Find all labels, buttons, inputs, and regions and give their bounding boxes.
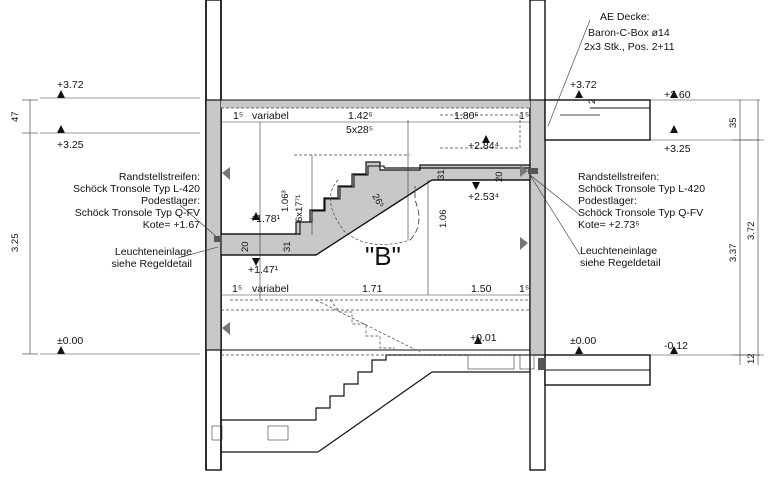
dim-right-12: 12 <box>746 353 757 364</box>
dim-bot-171: 1.71 <box>362 283 383 295</box>
dim-top-small-2: 2 <box>587 99 598 104</box>
right-leuchte-1: Leuchteneinlage <box>580 245 657 257</box>
right-upper-slab <box>544 99 651 141</box>
upper-floor-slab <box>205 99 546 356</box>
level-right-372: +3.72 <box>570 79 597 91</box>
left-pod-1: Podestlager: <box>141 195 200 207</box>
right-rand-2: Schöck Tronsole Typ L-420 <box>578 183 705 195</box>
dim-top-right-1-5: 1⁵ <box>519 110 529 122</box>
level-labels: +3.72 +3.25 ±0.00 +3.72 +3.60 +3.25 ±0.0… <box>57 79 691 352</box>
dimension-lines <box>22 99 764 365</box>
dim-right-372: 3.72 <box>746 222 757 241</box>
level-left-000: ±0.00 <box>57 335 83 347</box>
dim-bot-variabel: variabel <box>252 283 289 295</box>
dim-v-106b: 1.06 <box>438 210 449 229</box>
dim-v-106a: 1.06³ <box>280 190 291 212</box>
level-landing-284: +2.84⁴ <box>468 140 499 152</box>
left-leuchte-2: siehe Regeldetail <box>111 258 192 270</box>
level-right-000: ±0.00 <box>570 335 596 347</box>
level-left-325: +3.25 <box>57 139 84 151</box>
left-rand-2: Schöck Tronsole Typ L-420 <box>73 183 200 195</box>
dim-right-337: 3.37 <box>728 244 739 263</box>
left-kote: Kote= +1.67 <box>143 219 200 231</box>
level-right-neg: -0.12 <box>664 340 688 352</box>
dim-top-180: 1.80⁵ <box>454 110 479 122</box>
left-pod-2: Schöck Tronsole Typ Q-FV <box>75 207 200 219</box>
level-landing-253: +2.53⁴ <box>468 191 499 203</box>
dim-right-35: 35 <box>728 117 739 128</box>
level-right-325: +3.25 <box>664 143 691 155</box>
dim-top-1-5: 1⁵ <box>233 110 243 122</box>
dim-bot-1-5: 1⁵ <box>232 283 242 295</box>
dim-w-31b: 31 <box>436 169 447 180</box>
dim-v-6x17: 6x17⁷¹ <box>294 195 305 222</box>
dim-bot-right-1-5: 1⁵ <box>519 283 529 295</box>
dimension-labels: 1⁵ variabel 1.42⁵ 5x28⁵ 1.80⁵ 1⁵ 1⁵ vari… <box>10 99 757 364</box>
right-pod-1: Podestlager: <box>578 195 637 207</box>
left-rand-1: Randstellstreifen: <box>119 171 200 183</box>
dim-w-20a: 20 <box>240 241 251 252</box>
dim-top-variabel: variabel <box>252 110 289 122</box>
right-kote: Kote= +2.73⁵ <box>578 219 640 231</box>
lower-stair-flight <box>211 354 535 453</box>
upper-stair-flight <box>220 161 531 256</box>
level-landing-147: +1.47¹ <box>248 264 279 276</box>
left-leuchte-1: Leuchteneinlage <box>115 246 192 258</box>
level-right-360: +3.60 <box>664 89 691 101</box>
leader-lines <box>177 19 591 370</box>
right-leuchte-2: siehe Regeldetail <box>580 257 661 269</box>
level-floor-001: +0.01 <box>470 332 497 344</box>
right-rand-1: Randstellstreifen: <box>578 171 659 183</box>
dim-left-47: 47 <box>10 111 21 122</box>
dim-top-142: 1.42⁵ <box>348 110 373 122</box>
direction-arrows <box>222 165 528 335</box>
dim-top-5x28: 5x28⁵ <box>346 124 373 136</box>
dim-w-31a: 31 <box>282 241 293 252</box>
hidden-lines <box>221 114 530 353</box>
section-label: "B" <box>365 241 401 271</box>
level-landing-178: +1.78¹ <box>250 213 281 225</box>
notes: AE Decke: Baron-C-Box ø14 2x3 Stk., Pos.… <box>73 11 705 271</box>
ae-decke-title: AE Decke: <box>600 11 650 23</box>
right-pod-2: Schöck Tronsole Typ Q-FV <box>578 207 703 219</box>
level-left-top: +3.72 <box>57 79 84 91</box>
ae-decke-line3: 2x3 Stk., Pos. 2+11 <box>584 41 675 53</box>
dim-w-20b: 20 <box>494 171 505 182</box>
dim-left-325: 3.25 <box>10 234 21 253</box>
dim-bot-150: 1.50 <box>471 283 492 295</box>
ae-decke-line2: Baron-C-Box ø14 <box>588 27 670 39</box>
